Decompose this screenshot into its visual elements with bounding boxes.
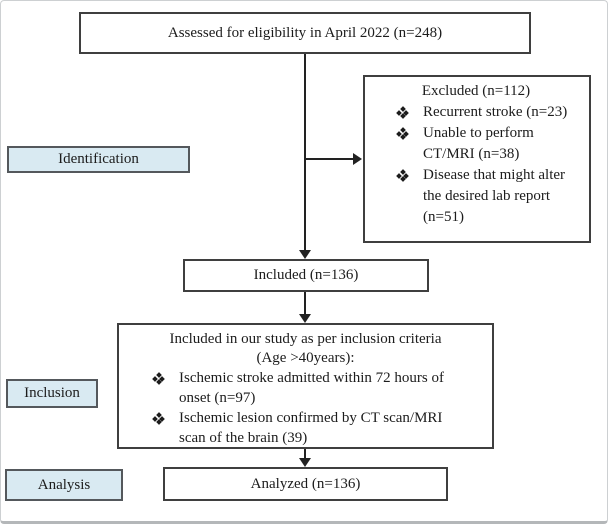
diamond-bullet-icon <box>152 412 165 425</box>
excluded-item-line: Unable to perform <box>423 125 534 141</box>
arrowhead-down-included-icon <box>299 250 311 259</box>
stage-label-identification-text: Identification <box>58 151 139 167</box>
included-text: Included (n=136) <box>253 267 359 284</box>
criteria-title-line: Included in our study as per inclusion c… <box>169 331 442 347</box>
assessed-eligibility-text: Assessed for eligibility in April 2022 (… <box>167 24 443 41</box>
diamond-bullet-icon <box>152 372 165 385</box>
arrowhead-right-excluded-icon <box>353 153 362 165</box>
excluded-item: Unable to perform CT/MRI (n=38) <box>396 123 585 165</box>
excluded-item-line: (n=51) <box>423 209 464 225</box>
stage-label-analysis: Analysis <box>5 469 123 501</box>
criteria-item: Ischemic stroke admitted within 72 hours… <box>152 368 492 408</box>
analyzed-box: Analyzed (n=136) <box>163 467 448 501</box>
analyzed-text: Analyzed (n=136) <box>250 475 361 492</box>
arrowhead-down-criteria-icon <box>299 314 311 323</box>
connector-main-vertical <box>304 54 306 251</box>
stage-label-identification: Identification <box>7 146 190 173</box>
stage-label-analysis-text: Analysis <box>37 476 91 493</box>
criteria-item-line: Ischemic lesion confirmed by CT scan/MRI <box>179 410 443 426</box>
diamond-bullet-icon <box>396 169 409 182</box>
diamond-bullet-icon <box>396 127 409 140</box>
excluded-item-line: Disease that might alter <box>423 167 566 183</box>
excluded-item-line: CT/MRI (n=38) <box>423 146 520 162</box>
connector-criteria-analyzed <box>304 449 306 460</box>
excluded-box: Excluded (n=112) Recurrent stroke (n=23)… <box>363 75 591 243</box>
excluded-item-line: Recurrent stroke (n=23) <box>423 104 568 120</box>
inclusion-criteria-box: Included in our study as per inclusion c… <box>117 323 494 449</box>
assessed-eligibility-box: Assessed for eligibility in April 2022 (… <box>79 12 531 54</box>
criteria-item-line: Ischemic stroke admitted within 72 hours… <box>179 370 444 386</box>
stage-label-inclusion: Inclusion <box>6 379 98 408</box>
connector-included-criteria <box>304 292 306 315</box>
criteria-item: Ischemic lesion confirmed by CT scan/MRI… <box>152 408 492 448</box>
included-box: Included (n=136) <box>183 259 429 292</box>
arrowhead-down-analyzed-icon <box>299 458 311 467</box>
diamond-bullet-icon <box>396 106 409 119</box>
excluded-item: Disease that might alter the desired lab… <box>396 165 585 228</box>
criteria-item-line: scan of the brain (39) <box>179 430 308 446</box>
criteria-title-line: (Age >40years): <box>256 350 355 366</box>
excluded-item: Recurrent stroke (n=23) <box>396 102 585 123</box>
connector-excluded-branch <box>305 158 353 160</box>
excluded-title: Excluded (n=112) <box>421 83 531 99</box>
criteria-item-line: onset (n=97) <box>179 390 256 406</box>
excluded-item-line: the desired lab report <box>423 188 551 204</box>
stage-label-inclusion-text: Inclusion <box>24 385 80 401</box>
